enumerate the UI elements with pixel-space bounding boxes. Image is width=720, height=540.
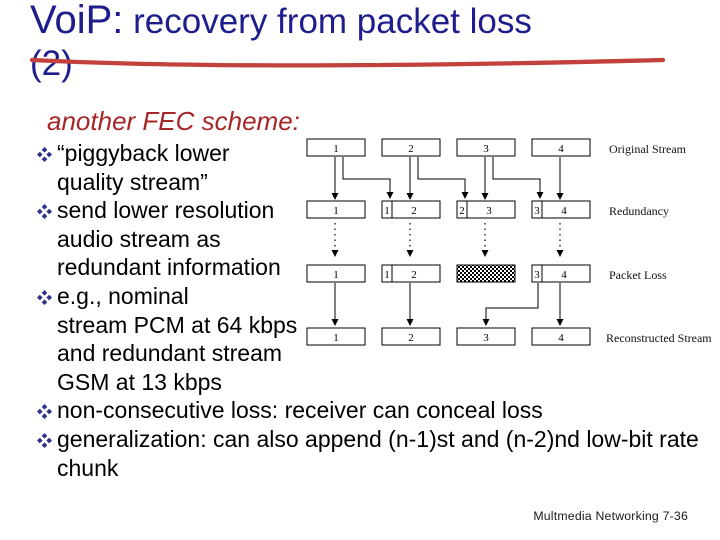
bullet-list: “piggyback lower quality stream” send lo… (37, 139, 720, 482)
bullet-line: non-consecutive loss: receiver can conce… (37, 396, 720, 425)
title-underline-stroke (29, 57, 666, 68)
diamond-bullet-icon (37, 404, 52, 420)
page-title-line2: (2) (30, 44, 73, 83)
fec-scheme-heading: another FEC scheme: (47, 106, 300, 136)
bullet-text: audio stream as (57, 225, 221, 252)
bullet-text: non-consecutive loss: receiver can conce… (57, 397, 543, 424)
bullet-text: redundant information (57, 254, 281, 281)
bullet-line: stream PCM at 64 kbps (37, 311, 720, 340)
footer-page-label: Multmedia Networking 7-36 (533, 509, 688, 523)
bullet-line: “piggyback lower (37, 139, 720, 168)
title-rest: recovery from packet loss (123, 2, 532, 41)
bullet-text: stream PCM at 64 kbps (57, 311, 298, 338)
bullet-line: generalization: can also append (n-1)st … (37, 425, 720, 454)
bullet-line: send lower resolution (37, 196, 720, 225)
bullet-text: generalization: can also append (n-1)st … (57, 425, 699, 452)
bullet-text: e.g., nominal (57, 282, 189, 309)
bullet-text: GSM at 13 kbps (57, 368, 222, 395)
bullet-line: and redundant stream (37, 339, 720, 368)
bullet-line: GSM at 13 kbps (37, 368, 720, 397)
diamond-bullet-icon (37, 204, 52, 220)
bullet-text: “piggyback lower (57, 140, 230, 166)
bullet-line: chunk (37, 454, 720, 483)
bullet-line: redundant information (37, 253, 720, 282)
bullet-line: e.g., nominal (37, 282, 720, 311)
bullet-line: quality stream” (37, 168, 720, 197)
bullet-text: send lower resolution (57, 197, 275, 224)
bullet-text: chunk (57, 454, 119, 481)
diamond-bullet-icon (37, 432, 52, 448)
title-prefix: VoiP: (30, 0, 124, 42)
page-title: VoiP: recovery from packet loss (30, 0, 532, 47)
diamond-bullet-icon (37, 289, 52, 305)
bullet-text: quality stream” (57, 168, 208, 195)
bullet-text: and redundant stream (57, 340, 283, 367)
bullet-line: audio stream as (37, 225, 720, 254)
diamond-bullet-icon (37, 147, 52, 162)
